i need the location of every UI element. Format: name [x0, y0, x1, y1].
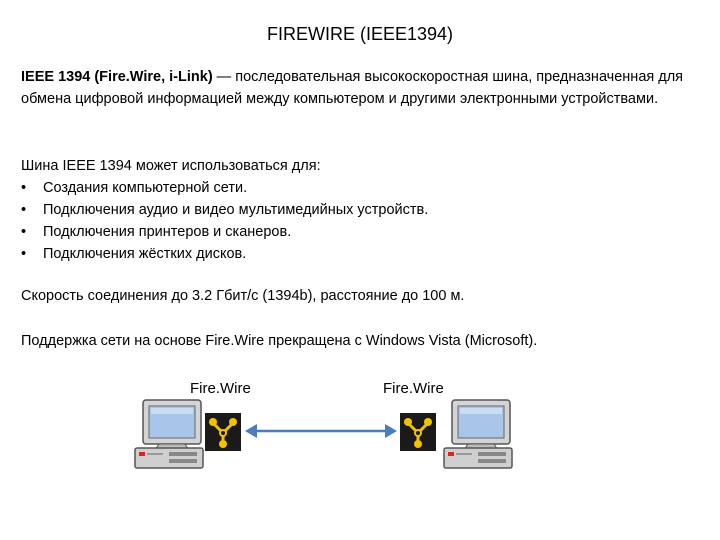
list-item-text: Подключения принтеров и сканеров. [43, 224, 292, 240]
desktop-computer-icon [443, 399, 513, 469]
usage-heading: Шина IEEE 1394 может использоваться для: [21, 158, 321, 174]
list-item-text: Подключения аудио и видео мультимедийных… [43, 202, 429, 218]
firewire-logo-icon [400, 413, 436, 451]
bullet-icon: • [21, 202, 27, 218]
usage-section: Шина IEEE 1394 может использоваться для:… [21, 155, 701, 265]
bullet-icon: • [21, 246, 27, 262]
firewire-logo-icon [205, 413, 241, 451]
left-firewire-label: Fire.Wire [190, 380, 251, 397]
list-item: • Создания компьютерной сети. [21, 177, 701, 199]
bullet-icon: • [21, 180, 27, 196]
list-item: • Подключения аудио и видео мультимедийны… [21, 199, 701, 221]
intro-term: IEEE 1394 (Fire.Wire, i-Link) [21, 69, 213, 85]
list-item: • Подключения жёстких дисков. [21, 243, 701, 265]
double-arrow-icon [245, 424, 397, 438]
intro-paragraph: IEEE 1394 (Fire.Wire, i-Link) — последов… [21, 66, 701, 110]
usage-list: • Создания компьютерной сети. • Подключени… [21, 177, 701, 265]
list-item-text: Подключения жёстких дисков. [43, 246, 247, 262]
desktop-computer-icon [134, 399, 204, 469]
support-paragraph: Поддержка сети на основе Fire.Wire прекр… [21, 333, 538, 349]
bullet-icon: • [21, 224, 27, 240]
speed-paragraph: Скорость соединения до 3.2 Гбит/c (1394b… [21, 288, 465, 304]
intro-text: — последовательная высокоскоростная шина… [21, 69, 684, 107]
page-title: FIREWIRE (IEEE1394) [266, 24, 454, 44]
right-firewire-label: Fire.Wire [383, 380, 444, 397]
list-item: • Подключения принтеров и сканеров. [21, 221, 701, 243]
list-item-text: Создания компьютерной сети. [43, 180, 248, 196]
